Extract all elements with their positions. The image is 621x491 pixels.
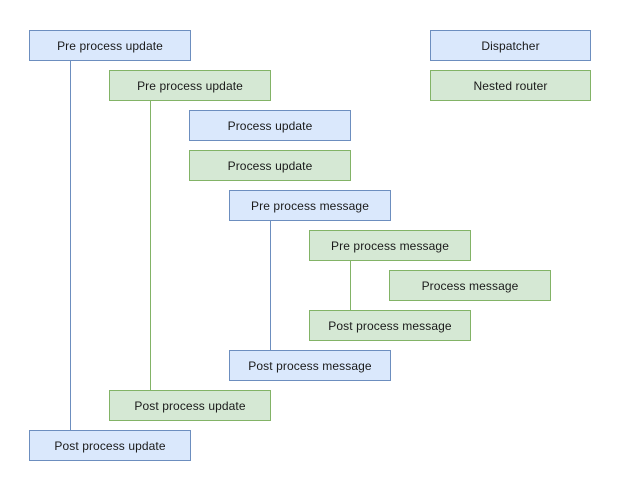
node-post-process-message-blue[interactable]: Post process message xyxy=(229,350,391,381)
legend-item-dispatcher[interactable]: Dispatcher xyxy=(430,30,591,61)
node-process-update-green[interactable]: Process update xyxy=(189,150,351,181)
connector-pre-message-to-post-message xyxy=(270,221,271,350)
node-process-message-green[interactable]: Process message xyxy=(389,270,551,301)
node-post-process-message-green[interactable]: Post process message xyxy=(309,310,471,341)
connector-pre-update-to-post-update xyxy=(70,61,71,430)
node-post-process-update-blue[interactable]: Post process update xyxy=(29,430,191,461)
node-pre-process-message-blue[interactable]: Pre process message xyxy=(229,190,391,221)
connector-nested-pre-update-to-post xyxy=(150,101,151,390)
connector-nested-pre-msg-to-post-msg xyxy=(350,261,351,310)
node-pre-process-update-green[interactable]: Pre process update xyxy=(109,70,271,101)
node-pre-process-message-green[interactable]: Pre process message xyxy=(309,230,471,261)
node-pre-process-update-blue[interactable]: Pre process update xyxy=(29,30,191,61)
legend-item-nested-router[interactable]: Nested router xyxy=(430,70,591,101)
node-post-process-update-green[interactable]: Post process update xyxy=(109,390,271,421)
node-process-update-blue[interactable]: Process update xyxy=(189,110,351,141)
